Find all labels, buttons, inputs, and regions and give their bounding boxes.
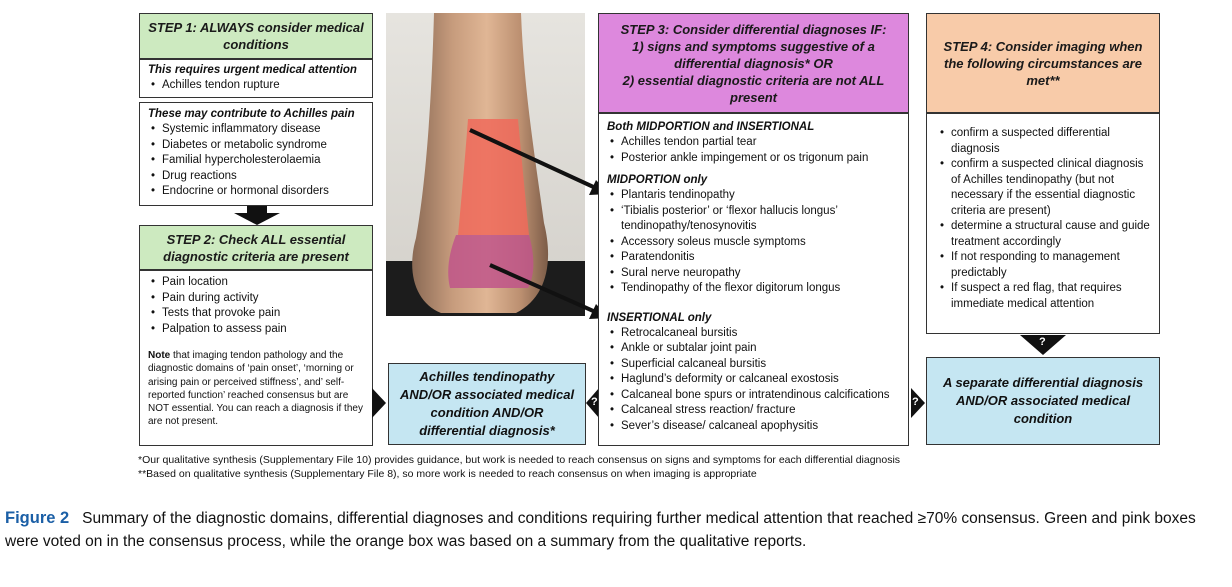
list-item: Paratendonitis (610, 250, 900, 266)
list-item: Tendinopathy of the flexor digitorum lon… (610, 281, 900, 297)
list-item: Familial hypercholesterolaemia (151, 153, 364, 169)
list-item: ‘Tibialis posterior’ or ‘flexor hallucis… (610, 204, 900, 235)
midportion-heading: MIDPORTION only (607, 174, 708, 186)
list-item: Systemic inflammatory disease (151, 122, 364, 138)
result-differential-box: A separate differential diagnosis AND/OR… (926, 357, 1160, 445)
contrib-list: Systemic inflammatory disease Diabetes o… (148, 122, 364, 200)
list-item: Achilles tendon rupture (151, 78, 364, 94)
step4-body: confirm a suspected differential diagnos… (926, 113, 1160, 334)
list-item: Calcaneal bone spurs or intratendinous c… (610, 388, 900, 404)
list-item: Calcaneal stress reaction/ fracture (610, 403, 900, 419)
footnote-2: **Based on qualitative synthesis (Supple… (138, 468, 757, 480)
contrib-heading: These may contribute to Achilles pain (148, 108, 355, 120)
result-differential-text: A separate differential diagnosis AND/OR… (942, 375, 1144, 426)
step3-condition-1: 1) signs and symptoms suggestive of a di… (632, 38, 875, 71)
question-mark: ? (591, 396, 598, 408)
step3-title: STEP 3: Consider differential diagnoses … (620, 21, 887, 37)
list-item: confirm a suspected differential diagnos… (940, 126, 1151, 157)
list-item: Pain location (151, 275, 364, 291)
list-item: Plantaris tendinopathy (610, 188, 900, 204)
step2-note: Note that imaging tendon pathology and t… (148, 349, 364, 429)
step3-condition-2: 2) essential diagnostic criteria are not… (622, 72, 885, 105)
insertional-heading: INSERTIONAL only (607, 311, 712, 324)
list-item: Diabetes or metabolic syndrome (151, 138, 364, 154)
list-item: Ankle or subtalar joint pain (610, 341, 900, 357)
footnote-1: *Our qualitative synthesis (Supplementar… (138, 454, 901, 466)
list-item: If suspect a red flag, that requires imm… (940, 281, 1151, 312)
step4-title: STEP 4: Consider imaging when the follow… (943, 38, 1143, 88)
step1-contrib-box: These may contribute to Achilles pain Sy… (139, 102, 373, 206)
list-item: determine a structural cause and guide t… (940, 219, 1151, 250)
list-item: Palpation to assess pain (151, 322, 364, 338)
result-achilles-text: Achilles tendinopathy AND/OR associated … (399, 369, 575, 438)
list-item: Achilles tendon partial tear (610, 135, 900, 151)
step1-title: STEP 1: ALWAYS consider medical conditio… (148, 20, 364, 52)
list-item: If not responding to management predicta… (940, 250, 1151, 281)
list-item: Superficial calcaneal bursitis (610, 357, 900, 373)
list-item: Haglund’s deformity or calcaneal exostos… (610, 372, 900, 388)
urgent-heading: This requires urgent medical attention (148, 64, 357, 76)
both-list: Achilles tendon partial tear Posterior a… (607, 135, 900, 166)
down-arrow-icon (234, 206, 280, 225)
step3-header: STEP 3: Consider differential diagnoses … (598, 13, 909, 113)
question-mark: ? (1039, 336, 1046, 348)
result-achilles-box: Achilles tendinopathy AND/OR associated … (388, 363, 586, 445)
step2-header: STEP 2: Check ALL essential diagnostic c… (139, 225, 373, 270)
foot-photo (386, 13, 585, 316)
list-item: Sural nerve neuropathy (610, 266, 900, 282)
urgent-list: Achilles tendon rupture (148, 78, 364, 94)
question-mark: ? (912, 396, 919, 408)
step4-header: STEP 4: Consider imaging when the follow… (926, 13, 1160, 113)
note-label: Note (148, 350, 171, 361)
caption-label: Figure 2 (5, 509, 70, 527)
both-heading: Both MIDPORTION and INSERTIONAL (607, 121, 815, 133)
list-item: Pain during activity (151, 291, 364, 307)
criteria-list: Pain location Pain during activity Tests… (148, 275, 364, 337)
imaging-list: confirm a suspected differential diagnos… (937, 126, 1151, 312)
midportion-list: Plantaris tendinopathy ‘Tibialis posteri… (607, 188, 900, 297)
question-down-arrow-icon (1020, 335, 1066, 355)
question-arrow-icon (586, 388, 599, 418)
list-item: Sever’s disease/ calcaneal apophysitis (610, 419, 900, 435)
step2-body: Pain location Pain during activity Tests… (139, 270, 373, 446)
list-item: Accessory soleus muscle symptoms (610, 235, 900, 251)
note-text: that imaging tendon pathology and the di… (148, 350, 363, 428)
list-item: Tests that provoke pain (151, 306, 364, 322)
step3-body: Both MIDPORTION and INSERTIONAL Achilles… (598, 113, 909, 446)
list-item: Posterior ankle impingement or os trigon… (610, 151, 900, 167)
caption-text: Summary of the diagnostic domains, diffe… (5, 510, 1196, 550)
list-item: confirm a suspected clinical diagnosis o… (940, 157, 1151, 219)
step2-title: STEP 2: Check ALL essential diagnostic c… (163, 231, 349, 264)
list-item: Endocrine or hormonal disorders (151, 184, 364, 200)
right-arrow-icon (372, 388, 386, 418)
list-item: Retrocalcaneal bursitis (610, 326, 900, 342)
figure-caption: Figure 2 Summary of the diagnostic domai… (5, 507, 1227, 553)
step1-header: STEP 1: ALWAYS consider medical conditio… (139, 13, 373, 59)
insertional-list: Retrocalcaneal bursitis Ankle or subtala… (607, 326, 900, 435)
step1-urgent-box: This requires urgent medical attention A… (139, 59, 373, 98)
question-arrow-right-icon (911, 388, 925, 418)
list-item: Drug reactions (151, 169, 364, 185)
